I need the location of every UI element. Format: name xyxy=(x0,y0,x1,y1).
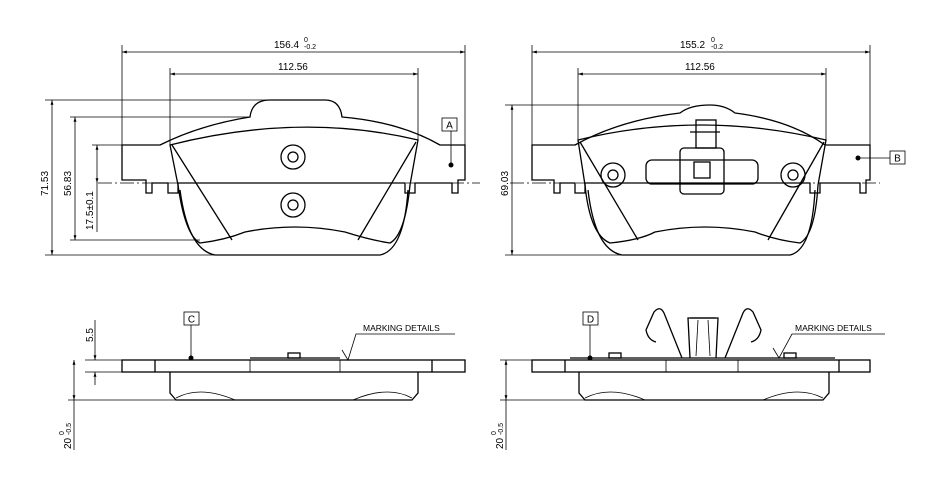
spring-clip-front xyxy=(645,119,759,195)
marking-details-label: MARKING DETAILS xyxy=(795,323,872,333)
width-tol-upper: 0 xyxy=(304,37,308,44)
width-dimension: 156.4 xyxy=(274,40,299,51)
height-dimension: 71.53 xyxy=(40,171,51,196)
ref-label-b: B xyxy=(894,154,901,165)
left-backing-plate xyxy=(121,99,466,194)
thickness-dimension: 20 xyxy=(495,437,506,449)
left-hole-upper xyxy=(280,144,306,170)
spring-clip-side xyxy=(645,308,762,359)
width-tol-lower: -0.2 xyxy=(304,44,316,51)
left-pad-front-view: A 156.4 0 -0.2 112.56 71.53 56.83 17.5±0… xyxy=(40,37,480,256)
thickness-tol-upper: 0 xyxy=(491,431,498,435)
right-pad-side-view: D MARKING DETAILS 20 0 -0.5 xyxy=(491,308,885,450)
thickness-tol-lower: -0.5 xyxy=(66,423,73,435)
right-side-backing-plate xyxy=(531,359,871,373)
plate-dimension: 5.5 xyxy=(85,328,96,342)
height2-dimension: 56.83 xyxy=(63,171,74,196)
inner-dimension: 112.56 xyxy=(685,62,715,73)
marking-details-label: MARKING DETAILS xyxy=(363,323,440,333)
inner-dimension: 112.56 xyxy=(278,62,308,73)
left-side-friction xyxy=(169,372,419,401)
height-dimension: 69.03 xyxy=(500,171,511,196)
right-backing-plate xyxy=(531,104,871,194)
width-tol-upper: 0 xyxy=(711,37,715,44)
left-hole-lower xyxy=(280,192,306,218)
right-pad-front-view: B 155.2 0 -0.2 112.56 69.03 xyxy=(500,37,906,256)
thickness-dimension: 20 xyxy=(63,437,74,449)
right-friction-material xyxy=(577,124,827,244)
ref-label-d: D xyxy=(587,315,594,326)
left-side-backing-plate xyxy=(121,359,466,373)
left-pad-side-view: C MARKING DETAILS 5.5 20 0 -0.5 xyxy=(59,311,466,450)
thickness-tol-upper: 0 xyxy=(59,431,66,435)
left-friction-material xyxy=(169,126,419,244)
ref-label-a: A xyxy=(446,121,453,132)
ref-label-c: C xyxy=(188,315,195,326)
offset-dimension: 17.5±0.1 xyxy=(85,191,96,230)
width-dimension: 155.2 xyxy=(680,40,705,51)
width-tol-lower: -0.2 xyxy=(711,44,723,51)
right-side-friction xyxy=(578,372,830,401)
thickness-tol-lower: -0.5 xyxy=(498,423,505,435)
